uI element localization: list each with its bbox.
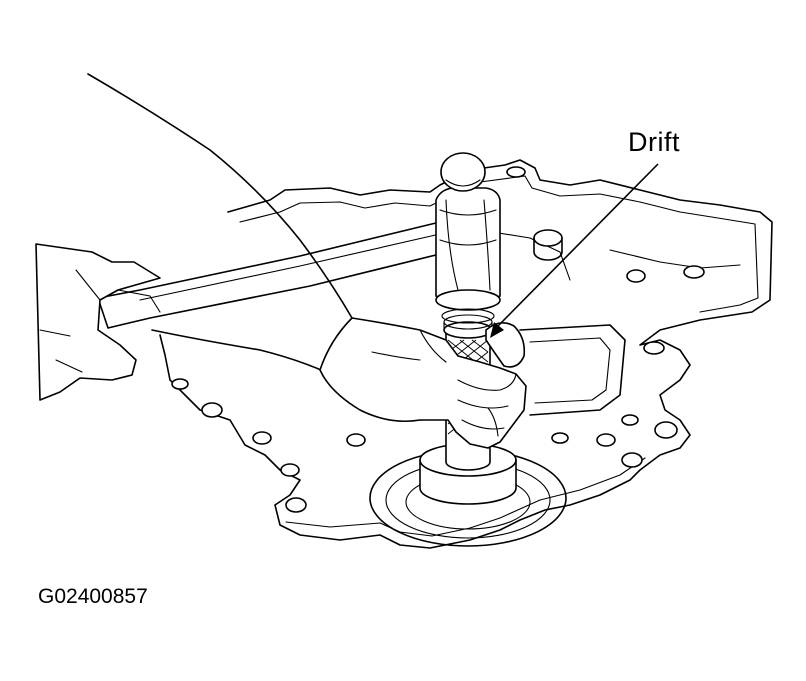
figure-code: G02400857 — [38, 585, 148, 608]
cover-bolt-bosses — [171, 166, 705, 513]
timing-cover — [159, 159, 773, 549]
leader-arrowhead — [490, 322, 504, 338]
drift-label: Drift — [628, 127, 680, 157]
drift-leader-line — [490, 163, 659, 338]
hammer — [97, 152, 501, 329]
left-arm-hand — [35, 243, 161, 401]
